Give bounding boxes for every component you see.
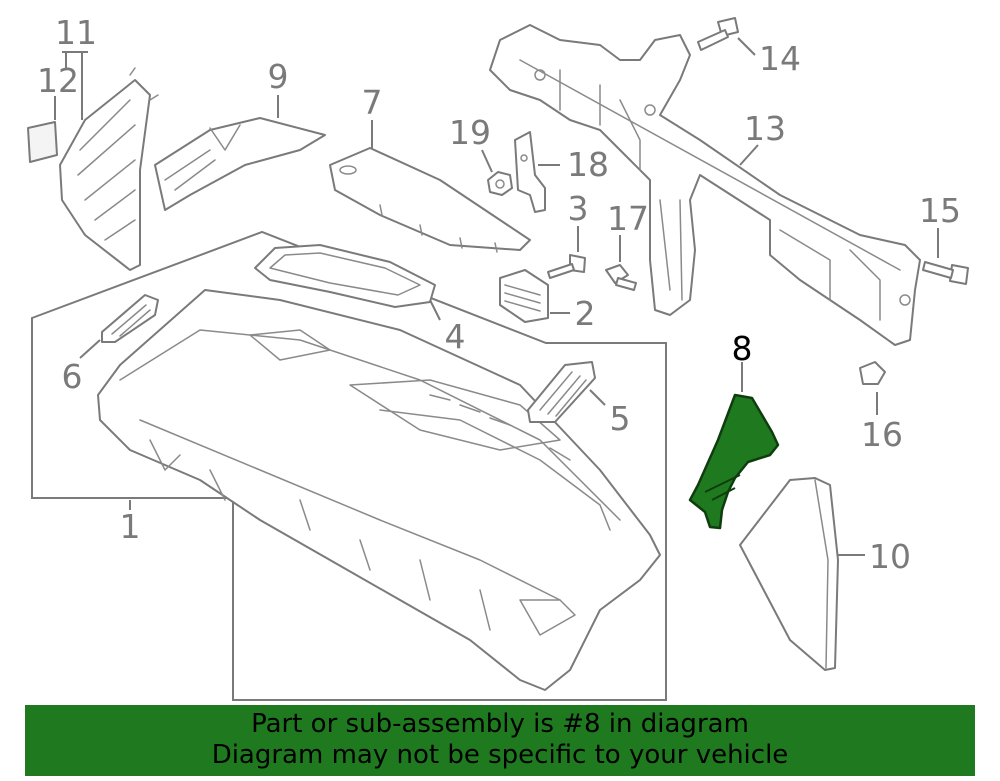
part-10-end-cap bbox=[739, 477, 839, 671]
part-2-clip bbox=[499, 269, 549, 323]
callout-6: 6 bbox=[62, 357, 83, 396]
callout-8: 8 bbox=[732, 329, 753, 368]
callout-10: 10 bbox=[869, 537, 911, 576]
part-5-vent bbox=[527, 361, 596, 423]
callout-13: 13 bbox=[744, 109, 786, 148]
callout-3: 3 bbox=[568, 189, 589, 228]
callout-9: 9 bbox=[268, 57, 289, 96]
part-3-bolt bbox=[547, 254, 586, 279]
part-17-bolt bbox=[605, 264, 637, 291]
callout-11: 11 bbox=[55, 13, 97, 52]
callout-18: 18 bbox=[567, 145, 609, 184]
callout-5: 5 bbox=[610, 399, 631, 438]
part-18-bracket bbox=[514, 131, 546, 213]
callout-7: 7 bbox=[362, 83, 383, 122]
callout-1: 1 bbox=[120, 507, 141, 546]
part-19-nut bbox=[487, 171, 513, 196]
part-11-side-panel bbox=[59, 67, 159, 271]
callout-17: 17 bbox=[607, 199, 649, 238]
callout-16: 16 bbox=[861, 415, 903, 454]
info-banner: Part or sub-assembly is #8 in diagram Di… bbox=[25, 705, 975, 776]
banner-line-2: Diagram may not be specific to your vehi… bbox=[211, 740, 789, 770]
banner-line-1: Part or sub-assembly is #8 in diagram bbox=[251, 709, 749, 739]
leader-lines bbox=[54, 37, 939, 556]
callout-14: 14 bbox=[759, 39, 801, 78]
callout-19: 19 bbox=[449, 113, 491, 152]
part-4-bezel bbox=[254, 244, 436, 308]
part-9-side-trim bbox=[154, 117, 326, 211]
callout-2: 2 bbox=[575, 294, 596, 333]
part-15-bolt bbox=[922, 261, 969, 285]
callout-15: 15 bbox=[919, 191, 961, 230]
part-1-instrument-panel bbox=[97, 289, 661, 691]
callout-4: 4 bbox=[445, 317, 466, 356]
part-6-vent bbox=[101, 294, 159, 343]
part-8-highlighted bbox=[688, 393, 780, 530]
part-12-pad bbox=[27, 121, 58, 163]
callout-12: 12 bbox=[37, 61, 79, 100]
part-16-bolt bbox=[859, 361, 886, 385]
part-7-upper-cover bbox=[329, 147, 531, 253]
part-14-bolt bbox=[697, 17, 739, 51]
part-13-cross-beam bbox=[489, 24, 921, 346]
